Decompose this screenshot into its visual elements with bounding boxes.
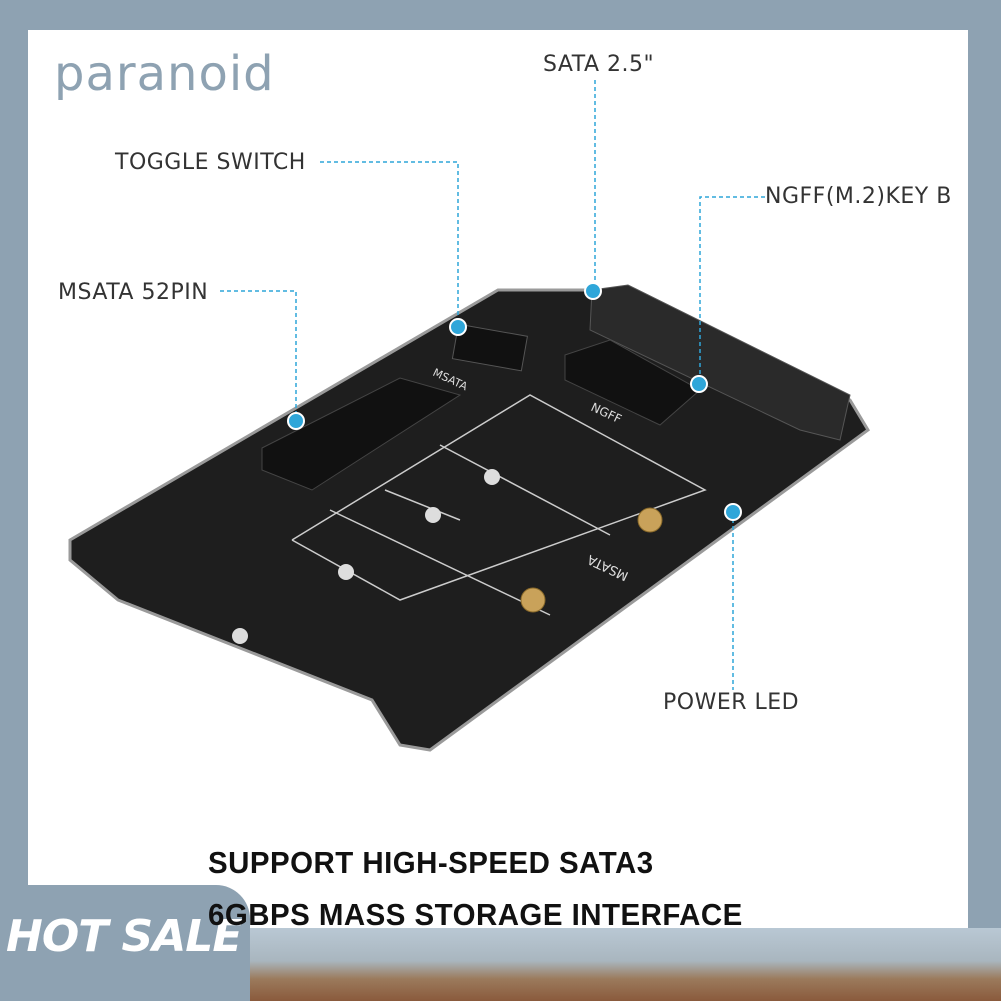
callout-dot-toggle <box>449 318 467 336</box>
callout-dot-msata <box>287 412 305 430</box>
silkscreen-outline <box>291 394 707 616</box>
callout-power-led: POWER LED <box>663 690 800 715</box>
headline-line-2: 6GBPS MASS STORAGE INTERFACE <box>208 897 743 932</box>
msata-slot <box>261 377 462 491</box>
callout-ngff: NGFF(M.2)KEY B <box>765 184 952 209</box>
callout-dot-ngff <box>690 375 708 393</box>
ngff-slot <box>564 339 701 426</box>
hot-sale-badge: HOT SALE <box>0 885 250 1001</box>
mount-hole <box>484 469 500 485</box>
mount-hole <box>338 564 354 580</box>
landscape-banner <box>250 928 1001 1001</box>
callout-sata: SATA 2.5" <box>543 52 655 77</box>
watermark: paranoid <box>54 46 275 102</box>
mount-hole <box>232 628 248 644</box>
callout-lines <box>220 80 765 690</box>
brass-standoff <box>520 587 546 613</box>
mount-hole <box>425 507 441 523</box>
hot-sale-text: HOT SALE <box>6 911 242 962</box>
sata-connector <box>589 284 851 441</box>
callout-dot-sata <box>584 282 602 300</box>
brass-standoff <box>637 507 663 533</box>
headline-line-1: SUPPORT HIGH-SPEED SATA3 <box>208 845 654 880</box>
toggle-switch <box>451 323 528 372</box>
callout-msata: MSATA 52PIN <box>58 280 209 305</box>
callout-dot-led <box>724 503 742 521</box>
callout-toggle-switch: TOGGLE SWITCH <box>115 150 306 175</box>
